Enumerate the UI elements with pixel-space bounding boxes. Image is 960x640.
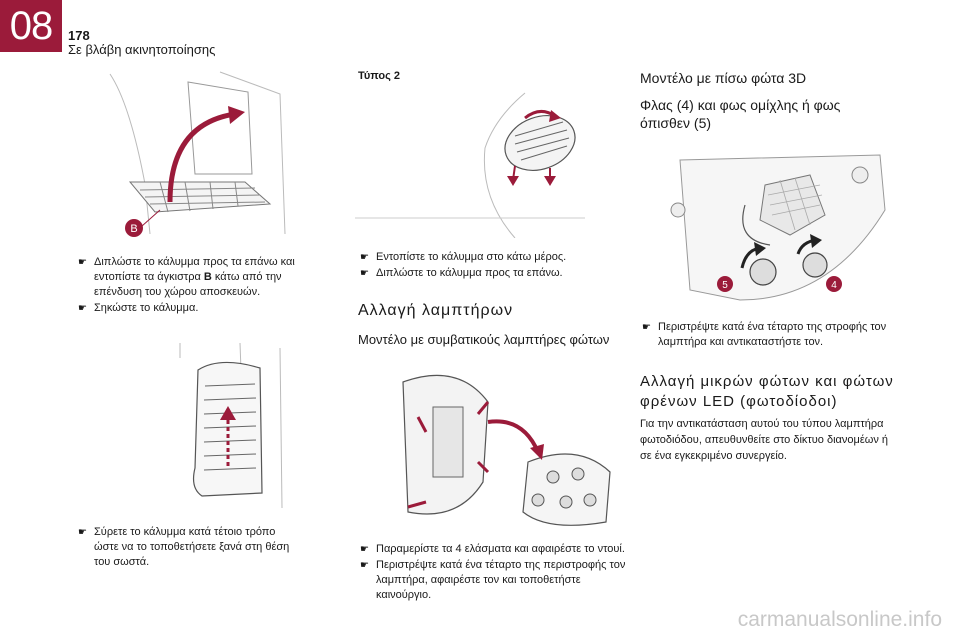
model-3d-subtitle: Φλας (4) και φως ομίχλης ή φως όπισθεν (… — [640, 97, 841, 131]
list-item: ☛ Διπλώστε το κάλυμμα προς τα επάνω και … — [78, 256, 295, 298]
col2-steps-1: ☛ Εντοπίστε το κάλυμμα στο κάτω μέρος. ☛… — [360, 250, 622, 282]
pointing-hand-icon: ☛ — [78, 527, 87, 538]
col2-steps-2: ☛ Παραμερίστε τα 4 ελάσματα και αφαιρέστ… — [360, 542, 628, 604]
pointing-hand-icon: ☛ — [78, 257, 87, 268]
trunk-floor-cover-illustration: B — [109, 71, 286, 237]
section-title-bulb-change: Αλλαγή λαμπτήρων — [358, 302, 514, 319]
chapter-badge: 08 — [0, 0, 62, 52]
callout-b-circle — [125, 219, 143, 237]
rear-lamp-bulb-holder-illustration — [402, 374, 611, 526]
pointing-hand-icon: ☛ — [360, 252, 369, 263]
col1-steps-2: ☛ Σύρετε το κάλυμμα κατά τέτοιο τρόπο ώσ… — [78, 525, 300, 571]
callout-4-circle — [826, 276, 842, 292]
pointing-hand-icon: ☛ — [360, 268, 369, 279]
chapter-title: Σε βλάβη ακινητοποίησης — [68, 42, 216, 57]
pointing-hand-icon: ☛ — [360, 560, 369, 571]
led-paragraph: Για την αντικατάσταση αυτού του τύπου λα… — [640, 418, 888, 462]
callout-5-circle — [717, 276, 733, 292]
list-item: ☛ Σηκώστε το κάλυμμα. — [78, 302, 199, 314]
section-title-led: Αλλαγή μικρών φώτων και φώτων φρένων LED… — [640, 373, 894, 410]
callout-5-label: 5 — [722, 280, 728, 291]
cover-lower-illustration — [355, 92, 585, 238]
watermark: carmanualsonline.info — [737, 608, 942, 631]
callout-4-label: 4 — [831, 280, 837, 291]
3d-rear-lamp-illustration: 5 4 — [670, 154, 886, 301]
col3-steps: ☛ Περιστρέψτε κατά ένα τέταρτο της στροφ… — [642, 320, 892, 351]
list-item: ☛ Διπλώστε το κάλυμμα προς τα επάνω. — [360, 267, 563, 279]
type-2-label: Τύπος 2 — [358, 70, 401, 82]
model-3d-title: Μοντέλο με πίσω φώτα 3D — [640, 70, 807, 86]
callout-b-label: B — [130, 223, 137, 235]
list-item: ☛ Παραμερίστε τα 4 ελάσματα και αφαιρέστ… — [360, 543, 625, 555]
page-number: 178 — [68, 28, 90, 43]
cover-slide-illustration — [179, 342, 283, 509]
list-item: ☛ Περιστρέψτε κατά ένα τέταρτο της στροφ… — [642, 321, 887, 348]
list-item: ☛ Σύρετε το κάλυμμα κατά τέτοιο τρόπο ώσ… — [78, 526, 290, 568]
list-item: ☛ Περιστρέψτε κατά ένα τέταρτο της περισ… — [360, 559, 626, 601]
list-item: ☛ Εντοπίστε το κάλυμμα στο κάτω μέρος. — [360, 251, 567, 263]
pointing-hand-icon: ☛ — [642, 322, 651, 333]
subsection-title-conventional: Μοντέλο με συμβατικούς λαμπτήρες φώτων — [358, 332, 610, 347]
pointing-hand-icon: ☛ — [78, 303, 87, 314]
col1-steps-1: ☛ Διπλώστε το κάλυμμα προς τα επάνω και … — [78, 255, 300, 317]
pointing-hand-icon: ☛ — [360, 544, 369, 555]
